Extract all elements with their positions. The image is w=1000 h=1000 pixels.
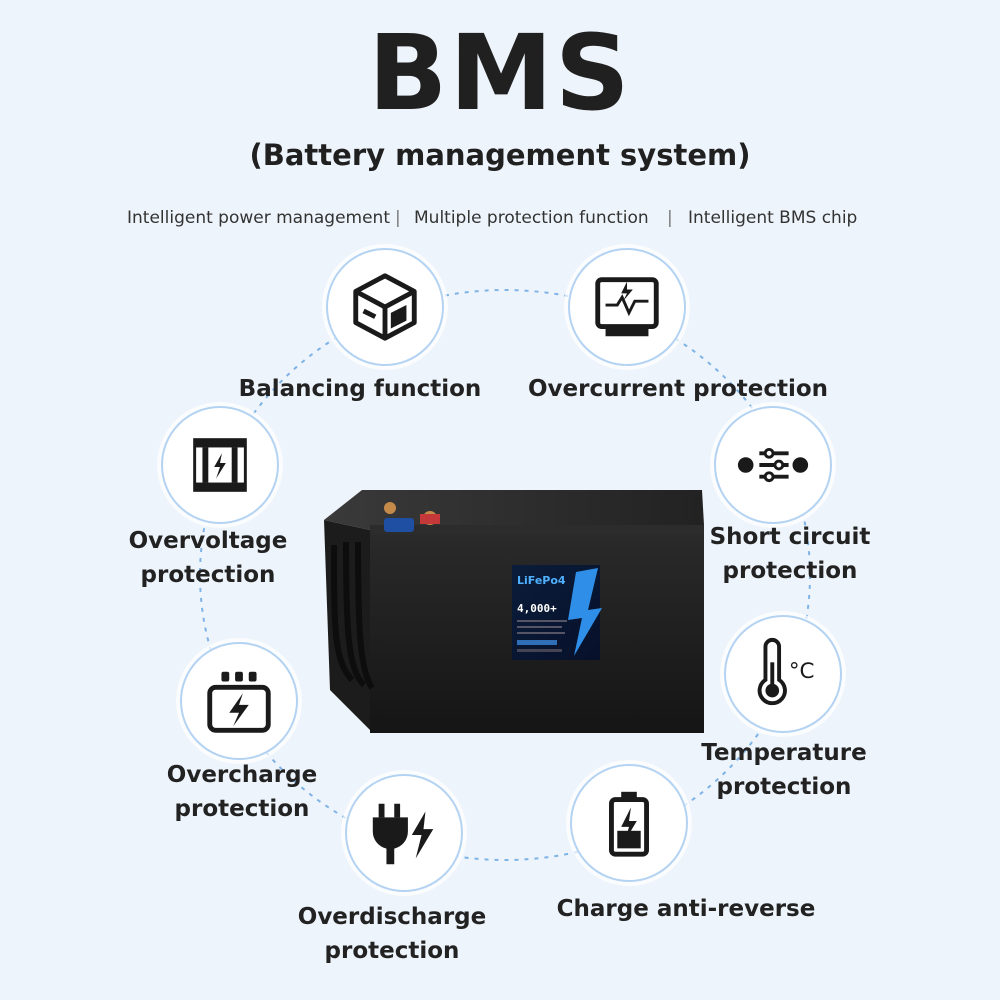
label-line: Temperature bbox=[701, 740, 867, 766]
badge-overvoltage bbox=[161, 406, 279, 524]
circuit-nodes-icon bbox=[737, 447, 809, 483]
page-subtitle: (Battery management system) bbox=[249, 138, 751, 172]
label-line: protection bbox=[324, 938, 460, 964]
battery-illustration: LiFePo4 4,000+ bbox=[324, 490, 704, 733]
badge-overcurrent bbox=[568, 248, 686, 366]
cell-bolt-icon bbox=[207, 671, 271, 733]
fuse-box-icon bbox=[193, 438, 247, 492]
label-line: Charge anti-reverse bbox=[556, 896, 816, 922]
celsius-unit: °C bbox=[789, 659, 815, 684]
badge-balancing bbox=[326, 248, 444, 366]
feature-separator: | bbox=[395, 208, 401, 228]
label-line: protection bbox=[716, 774, 852, 800]
feature-item: Intelligent power management bbox=[127, 208, 391, 228]
label-overcharge: Overcharge protection bbox=[142, 758, 342, 826]
balance-cube-icon bbox=[353, 273, 417, 341]
label-temperature: Temperature protection bbox=[684, 736, 884, 804]
label-overvoltage: Overvoltage protection bbox=[108, 524, 308, 592]
feature-separator: | bbox=[667, 208, 673, 228]
feature-item: Intelligent BMS chip bbox=[688, 208, 858, 228]
badge-overdischarge bbox=[345, 774, 463, 892]
battery-cycles-label: 4,000+ bbox=[517, 602, 557, 615]
thermometer-icon: °C bbox=[757, 637, 815, 706]
label-line: protection bbox=[722, 558, 858, 584]
badge-short-circuit bbox=[714, 406, 832, 524]
label-line: Overdischarge bbox=[297, 904, 487, 930]
label-line: Balancing function bbox=[238, 376, 482, 402]
feature-item: Multiple protection function bbox=[414, 208, 649, 228]
label-short-circuit: Short circuit protection bbox=[690, 520, 890, 588]
label-balancing: Balancing function bbox=[230, 372, 490, 406]
label-line: Overcurrent protection bbox=[528, 376, 829, 402]
monitor-pulse-icon bbox=[595, 277, 659, 337]
page-title: BMS bbox=[368, 12, 632, 134]
label-line: protection bbox=[174, 796, 310, 822]
label-overdischarge: Overdischarge protection bbox=[292, 900, 492, 968]
label-line: Overvoltage bbox=[128, 528, 288, 554]
plug-bolt-icon bbox=[372, 803, 434, 865]
label-line: Overcharge bbox=[166, 762, 318, 788]
label-line: Short circuit bbox=[709, 524, 871, 550]
badge-charge-anti-reverse bbox=[570, 764, 688, 882]
battery-charge-icon bbox=[609, 791, 649, 857]
label-overcurrent: Overcurrent protection bbox=[528, 372, 829, 406]
badge-overcharge bbox=[180, 642, 298, 760]
label-charge-anti-reverse: Charge anti-reverse bbox=[536, 892, 836, 926]
battery-chemistry-label: LiFePo4 bbox=[517, 574, 566, 587]
label-line: protection bbox=[140, 562, 276, 588]
badge-temperature: °C bbox=[724, 615, 842, 733]
